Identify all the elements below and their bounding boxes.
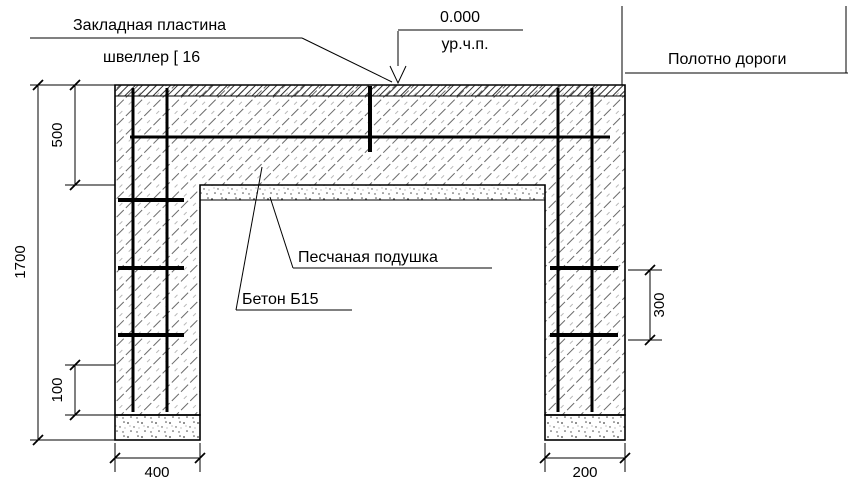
- road-lines: [621, 6, 848, 85]
- tick: [644, 334, 656, 346]
- sand-pad-right: [544, 414, 626, 441]
- tick: [644, 264, 656, 276]
- tick: [69, 79, 81, 91]
- label-sand-cushion: Песчаная подушка: [298, 249, 438, 266]
- tick: [539, 452, 551, 464]
- sand-pad-left: [114, 414, 201, 441]
- tick: [69, 409, 81, 421]
- label-leader-line: [301, 37, 393, 83]
- dim-text-200: 200: [572, 464, 597, 481]
- sand-leader-line: [269, 196, 294, 269]
- label-concrete-grade: Бетон Б15: [242, 291, 319, 308]
- embedded-plate-leader: [30, 37, 393, 83]
- sand-cushion-strip: [199, 184, 546, 201]
- label-road-surface: Полотно дороги: [668, 51, 786, 68]
- rebar-group: [118, 86, 618, 412]
- tick: [32, 434, 44, 446]
- tick: [32, 79, 44, 91]
- concrete-leader-line: [235, 166, 263, 311]
- dim-text-400: 400: [144, 464, 169, 481]
- tick: [109, 452, 121, 464]
- bottom-dimensions: [109, 443, 631, 472]
- dim-text-300: 300: [651, 292, 668, 317]
- right-dimensions: [628, 264, 662, 346]
- dim-text-100: 100: [49, 377, 66, 402]
- tick: [194, 452, 206, 464]
- dim-text-1700: 1700: [12, 245, 29, 278]
- elevation-triangle-icon: [389, 65, 407, 85]
- label-elevation-value: 0.000: [440, 9, 480, 26]
- concrete-leader: [235, 166, 352, 311]
- elevation-mark: [389, 29, 523, 85]
- dim-text-500: 500: [49, 122, 66, 147]
- tick: [69, 359, 81, 371]
- sand-cushion-leader: [269, 196, 492, 269]
- tick: [69, 179, 81, 191]
- left-dimensions: [30, 79, 115, 446]
- label-floor-level: ур.ч.п.: [441, 36, 488, 53]
- tick: [619, 452, 631, 464]
- label-channel: швеллер [ 16: [103, 49, 200, 66]
- label-embedded-plate: Закладная пластина: [73, 17, 226, 34]
